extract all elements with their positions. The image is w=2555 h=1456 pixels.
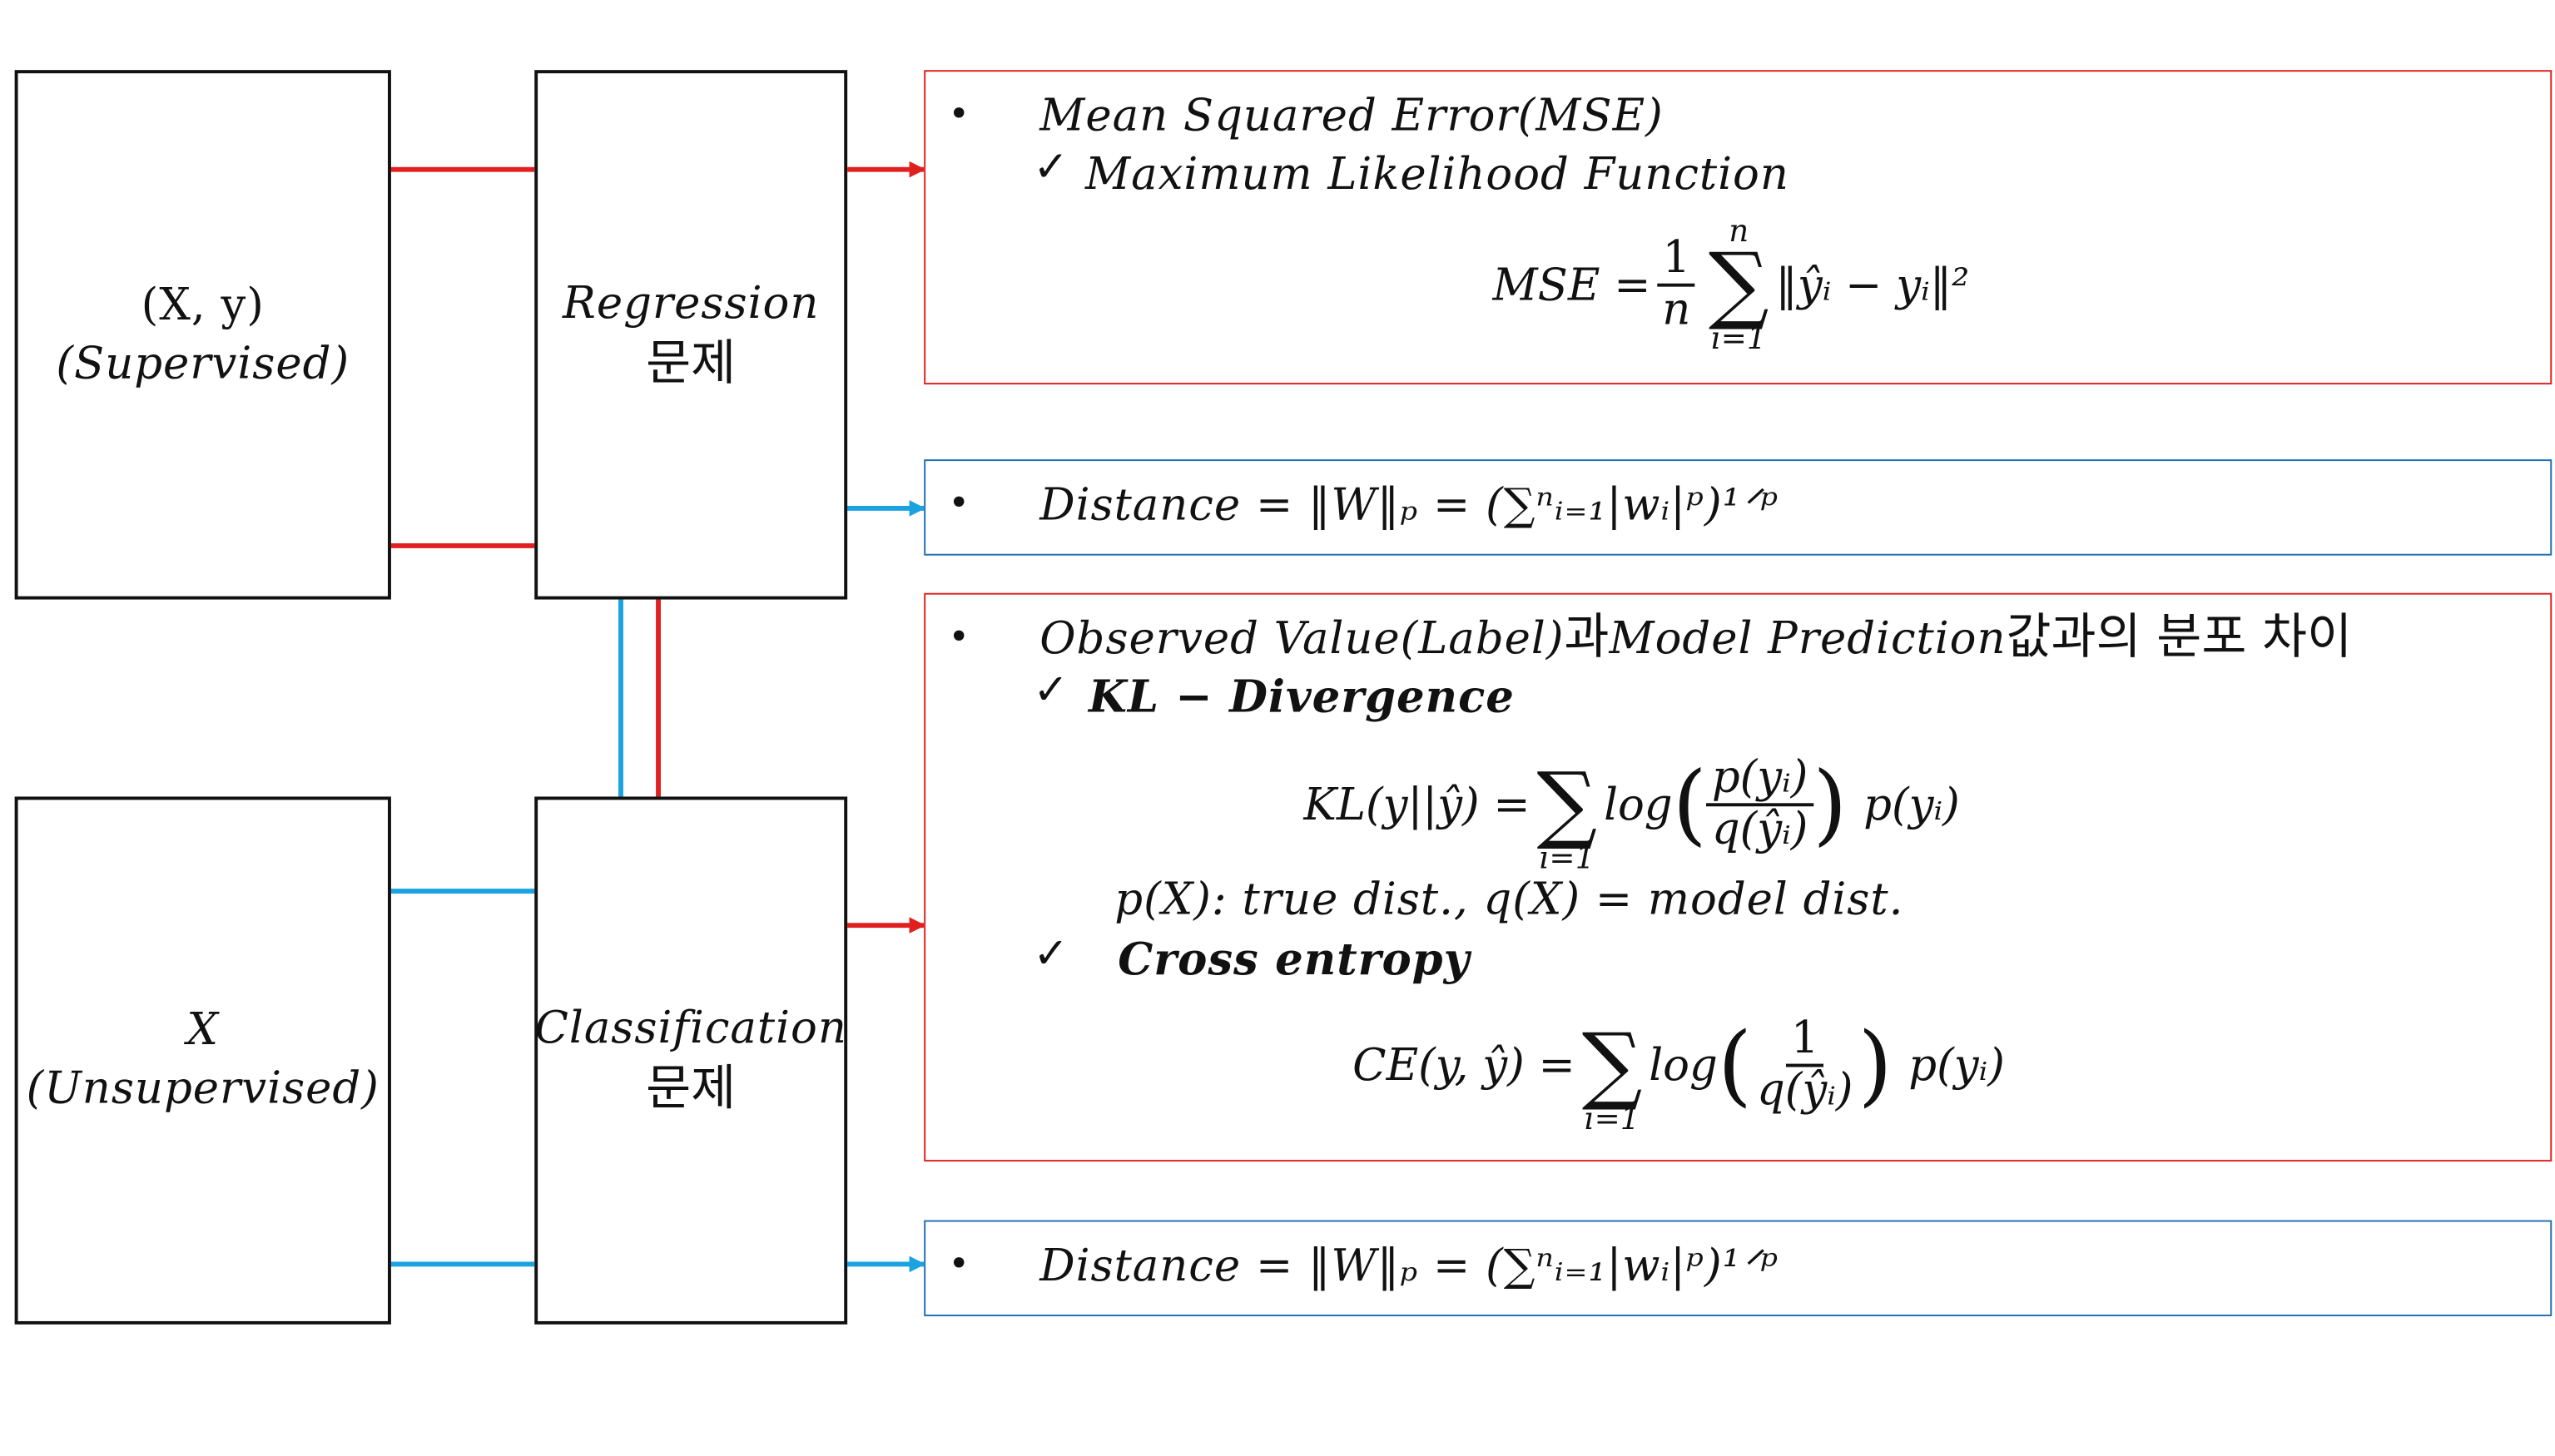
classification-suffix: 문제 [646, 1060, 737, 1118]
unsupervised-box: X (Unsupervised) [14, 796, 391, 1325]
kl-summation: ∑ i=1 [1537, 735, 1598, 874]
kl-fraction: p(yᵢ) q(ŷᵢ) [1706, 754, 1813, 855]
mse-frac-num: 1 [1657, 234, 1695, 287]
ce-title: Cross entropy [1118, 934, 1471, 986]
divergence-title-en: Observed Value(Label) [1039, 614, 1565, 665]
distance-top-bullet: • [948, 483, 970, 525]
mse-subtitle: Maximum Likelihood Function [1085, 150, 1789, 201]
ce-equation: CE(y, ŷ) = ∑ i=1 log ( 1 q(ŷᵢ) ) p(yᵢ) [1352, 995, 2005, 1137]
kl-eq-lhs: KL(y||ŷ) = [1303, 779, 1531, 830]
mse-eq-body: ‖ŷᵢ − yᵢ‖² [1775, 260, 1970, 310]
distance-panel-bottom: • Distance = ‖W‖ₚ = (∑ⁿᵢ₌₁|wᵢ|ᵖ)¹ᐟᵖ [924, 1220, 2553, 1317]
mse-sum-bottom: i=1 [1710, 320, 1767, 357]
mse-bullet: • [948, 94, 970, 136]
supervised-box: (X, y) (Supervised) [14, 70, 391, 600]
ce-tail: p(yᵢ) [1908, 1040, 2005, 1091]
kl-equation: KL(y||ŷ) = ∑ i=1 log ( p(yᵢ) q(ŷᵢ) ) p(y… [1303, 735, 1960, 875]
sigma-symbol: ∑ [1536, 755, 1598, 854]
divergence-title-en2: Model Prediction [1609, 614, 2007, 665]
classification-box: Classification 문제 [534, 796, 848, 1325]
ce-frac-num: 1 [1786, 1014, 1824, 1067]
left-paren: ( [1672, 752, 1707, 855]
kl-frac-den: q(ŷᵢ) [1711, 805, 1808, 855]
mse-sum-top: n [1729, 213, 1749, 250]
mse-frac-den: n [1662, 285, 1691, 336]
classification-label: Classification [534, 1003, 847, 1054]
divergence-bullet: • [948, 617, 970, 659]
mse-title: Mean Squared Error(MSE) [1039, 91, 1664, 142]
dist-note: p(X): true dist., q(X) = model dist. [1114, 874, 1904, 926]
right-paren: ) [1858, 1013, 1893, 1117]
distance-bottom-formula: Distance = ‖W‖ₚ = (∑ⁿᵢ₌₁|wᵢ|ᵖ)¹ᐟᵖ [1039, 1241, 1779, 1292]
kl-tail: p(yᵢ) [1863, 779, 1960, 830]
ce-summation: ∑ i=1 [1581, 995, 1643, 1137]
ce-check-icon: ✓ [1033, 930, 1069, 979]
distance-top-formula: Distance = ‖W‖ₚ = (∑ⁿᵢ₌₁|wᵢ|ᵖ)¹ᐟᵖ [1039, 480, 1779, 532]
kl-frac-num: p(yᵢ) [1706, 754, 1813, 807]
left-paren: ( [1717, 1013, 1753, 1117]
ce-sum-bottom: i=1 [1584, 1101, 1640, 1137]
ce-log: log [1649, 1040, 1718, 1091]
ce-eq-lhs: CE(y, ŷ) = [1352, 1040, 1575, 1091]
unsupervised-line2: (Unsupervised) [26, 1063, 380, 1115]
divergence-title-ko2: 값과의 분포 차이 [2006, 609, 2353, 666]
mse-summation: n ∑ i=1 [1709, 215, 1769, 354]
mse-eq-lhs: MSE = [1492, 260, 1651, 310]
kl-check-icon: ✓ [1033, 666, 1069, 716]
sigma-symbol: ∑ [1708, 235, 1769, 334]
unsupervised-line1: X [186, 1005, 220, 1056]
supervised-line1: (X, y) [141, 279, 265, 330]
supervised-line2: (Supervised) [56, 338, 350, 389]
right-paren: ) [1813, 752, 1848, 855]
regression-label: Regression [563, 277, 820, 329]
mse-panel: • Mean Squared Error(MSE) ✓ Maximum Like… [924, 70, 2553, 385]
mse-equation: MSE = 1 n n ∑ i=1 ‖ŷᵢ − yᵢ‖² [1493, 215, 1970, 354]
sigma-symbol: ∑ [1581, 1016, 1643, 1115]
kl-sum-bottom: i=1 [1539, 840, 1595, 877]
ce-frac-den: q(ŷᵢ) [1756, 1065, 1853, 1117]
kl-log: log [1604, 779, 1673, 830]
mse-check-icon: ✓ [1033, 143, 1069, 193]
regression-box: Regression 문제 [534, 70, 848, 600]
divergence-panel: • Observed Value(Label)과Model Prediction… [924, 592, 2553, 1162]
distance-bottom-bullet: • [948, 1244, 970, 1285]
divergence-title-ko1: 과 [1564, 609, 1610, 666]
divergence-title: Observed Value(Label)과Model Prediction값과… [1039, 607, 2352, 669]
ce-fraction: 1 q(ŷᵢ) [1752, 1014, 1858, 1117]
kl-title: KL − Divergence [1088, 672, 1515, 724]
distance-panel-top: • Distance = ‖W‖ₚ = (∑ⁿᵢ₌₁|wᵢ|ᵖ)¹ᐟᵖ [924, 459, 2553, 556]
mse-eq-fraction: 1 n [1657, 234, 1695, 336]
regression-suffix: 문제 [646, 334, 737, 392]
